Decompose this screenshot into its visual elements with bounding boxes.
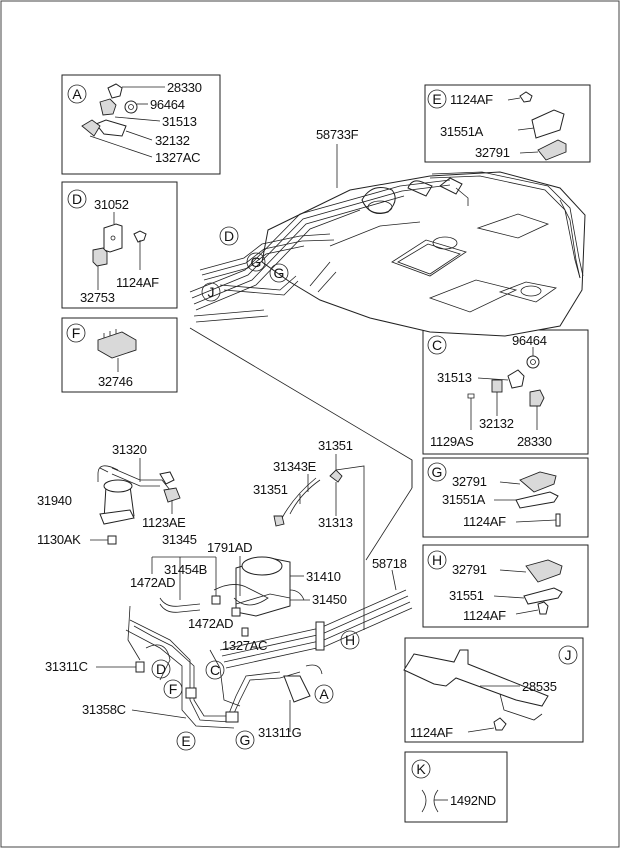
box-e-letter: E: [432, 91, 441, 107]
callout-g-lower: G: [240, 732, 251, 748]
box-c-part-32132: 32132: [479, 416, 514, 431]
box-a-part-31513: 31513: [162, 114, 197, 129]
callout-d-lower: D: [156, 661, 166, 677]
label-31311c: 31311C: [45, 659, 88, 674]
box-h: H 32791 31551 1124AF: [422, 544, 589, 628]
callout-c-lower: C: [210, 662, 220, 678]
box-c-part-28330: 28330: [517, 434, 552, 449]
box-e: E 1124AF 31551A 32791: [424, 84, 591, 163]
label-31313: 31313: [318, 515, 353, 530]
label-31311g: 31311G: [258, 725, 302, 740]
box-g-part-1124af: 1124AF: [463, 514, 506, 529]
box-a-part-96464: 96464: [150, 97, 185, 112]
label-31320: 31320: [112, 442, 147, 457]
box-j: J 28535 1124AF: [403, 637, 584, 743]
box-h-letter: H: [432, 552, 442, 568]
box-f-letter: F: [72, 325, 81, 341]
box-c: C 96464 31513 32132 1129AS 28330: [422, 329, 589, 455]
box-g-letter: G: [432, 464, 443, 480]
box-h-part-31551: 31551: [449, 588, 484, 603]
label-31358c: 31358C: [82, 702, 126, 717]
box-a-letter: A: [72, 86, 82, 102]
callout-h-lower: H: [345, 632, 355, 648]
callout-e-lower: E: [181, 733, 190, 749]
box-g-part-31551a: 31551A: [442, 492, 486, 507]
label-1472ad-a: 1472AD: [130, 575, 175, 590]
callout-d-tank: D: [224, 228, 234, 244]
label-31351-b: 31351: [253, 482, 288, 497]
box-e-part-1124af: 1124AF: [450, 92, 493, 107]
box-j-part-28535: 28535: [522, 679, 557, 694]
box-a: A 28330 96464 31513 32132 1327AC: [61, 74, 221, 175]
box-c-part-31513: 31513: [437, 370, 472, 385]
label-31345: 31345: [162, 532, 197, 547]
lower-assembly: 31320 31940 1123AE 1130AK 31410 31450 31…: [37, 438, 413, 751]
label-31410: 31410: [306, 569, 341, 584]
box-a-part-32132: 32132: [155, 133, 190, 148]
box-d-letter: D: [72, 191, 82, 207]
label-31454b: 31454B: [164, 562, 207, 577]
callout-g-tank-2: G: [274, 265, 285, 281]
callout-g-tank-1: G: [251, 254, 262, 270]
box-d: D 31052 1124AF 32753: [61, 181, 178, 309]
box-c-letter: C: [432, 337, 442, 353]
box-c-part-1129as: 1129AS: [430, 434, 474, 449]
box-d-part-1124af: 1124AF: [116, 275, 159, 290]
box-e-part-31551a: 31551A: [440, 124, 484, 139]
label-31450: 31450: [312, 592, 347, 607]
box-c-part-96464: 96464: [512, 333, 547, 348]
box-g: G 32791 31551A 1124AF: [422, 457, 589, 538]
label-58718: 58718: [372, 556, 407, 571]
box-d-part-32753: 32753: [80, 290, 115, 305]
fuel-tank: [261, 171, 586, 337]
label-1791ad: 1791AD: [207, 540, 252, 555]
callout-a-lower: A: [319, 686, 329, 702]
box-h-part-1124af: 1124AF: [463, 608, 506, 623]
tank-line-bundle: 58733F D G G J: [189, 127, 451, 323]
label-1472ad-b: 1472AD: [188, 616, 233, 631]
box-j-part-1124af: 1124AF: [410, 725, 453, 740]
box-d-part-31052: 31052: [94, 197, 129, 212]
box-a-part-1327ac: 1327AC: [155, 150, 200, 165]
box-e-part-32791: 32791: [475, 145, 510, 160]
label-31940: 31940: [37, 493, 72, 508]
box-j-letter: J: [565, 647, 572, 663]
label-1123ae: 1123AE: [142, 515, 186, 530]
box-a-part-28330: 28330: [167, 80, 202, 95]
label-31351-a: 31351: [318, 438, 353, 453]
label-1130ak: 1130AK: [37, 532, 81, 547]
callout-f-lower: F: [169, 681, 178, 697]
box-g-part-32791: 32791: [452, 474, 487, 489]
box-f-part-32746: 32746: [98, 374, 133, 389]
box-f: F 32746: [61, 317, 178, 393]
box-k: K 1492ND: [404, 751, 508, 823]
label-58733f: 58733F: [316, 127, 359, 142]
box-h-part-32791: 32791: [452, 562, 487, 577]
callout-j-tank: J: [208, 284, 215, 300]
box-k-part-1492nd: 1492ND: [450, 793, 496, 808]
label-31343e: 31343E: [273, 459, 317, 474]
svg-text:K: K: [416, 761, 426, 777]
circle-label-a: [67, 84, 87, 104]
